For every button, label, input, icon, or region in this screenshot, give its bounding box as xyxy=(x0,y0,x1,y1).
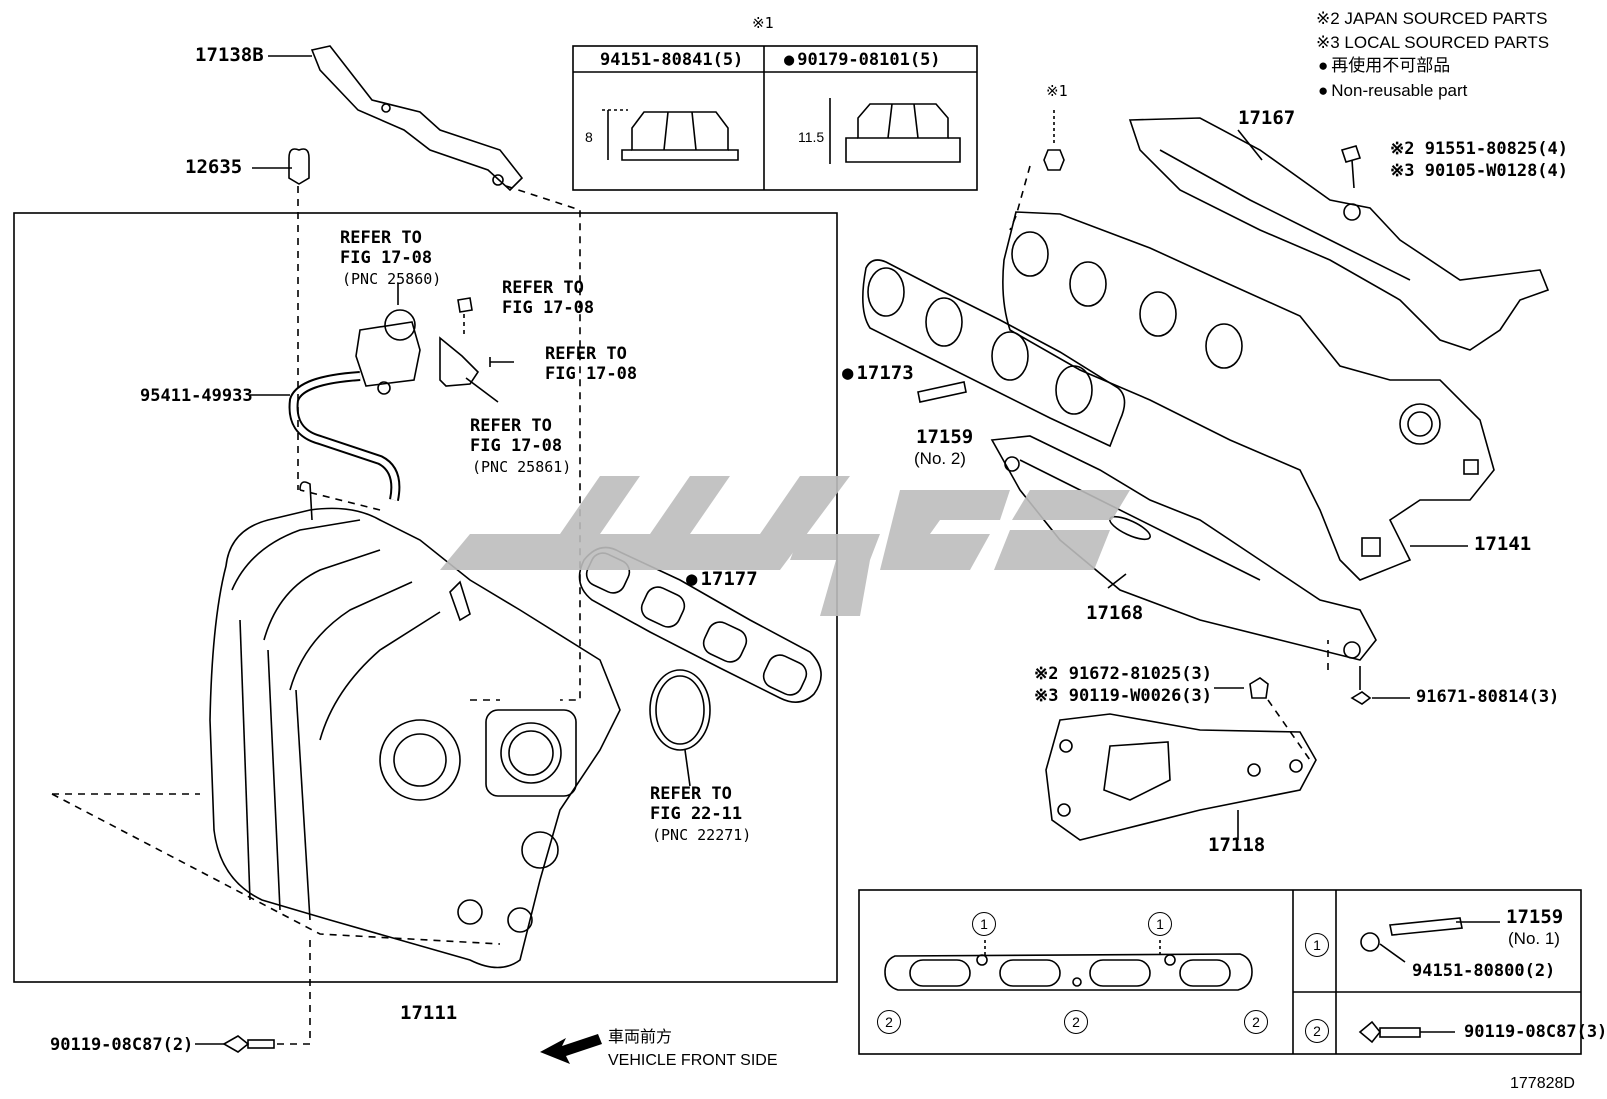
detail-callout-2b: 2 xyxy=(1064,1010,1088,1034)
refer-bracket-line2[interactable]: FIG 17-08 xyxy=(470,436,563,456)
part-label-17141[interactable]: 17141 xyxy=(1474,533,1532,555)
vsv-drawing xyxy=(355,321,421,387)
bracket-17138b-drawing xyxy=(310,45,524,192)
refer-screw-line2[interactable]: FIG 17-08 xyxy=(545,364,638,384)
part-label-91672[interactable]: ※2 91672-81025(3) xyxy=(1034,664,1213,684)
refer-bracket-line1: REFER TO xyxy=(470,416,552,436)
refer-vsv-line2[interactable]: FIG 17-08 xyxy=(340,248,433,268)
detail-callout-2a: 2 xyxy=(877,1010,901,1034)
nut-dim1: 8 xyxy=(585,129,593,145)
legend-local: ※3 LOCAL SOURCED PARTS xyxy=(1316,33,1550,52)
nut-col1-header: 94151-80841(5) xyxy=(600,50,744,70)
part-label-17159-no2-sub: (No. 2) xyxy=(914,449,966,468)
detail-callout-1a: 1 xyxy=(972,912,996,936)
part-label-17138b[interactable]: 17138B xyxy=(195,44,264,66)
part-label-90119-08c87-2[interactable]: 90119-08C87(2) xyxy=(50,1035,194,1055)
detail-part-94151[interactable]: 94151-80800(2) xyxy=(1412,961,1556,981)
part-label-90105[interactable]: ※3 90105-W0128(4) xyxy=(1390,161,1569,181)
detail-part-17159[interactable]: 17159 xyxy=(1506,906,1564,928)
heat-insulator-17168-drawing xyxy=(990,435,1377,661)
part-label-95411[interactable]: 95411-49933 xyxy=(140,386,253,406)
nut-col2-header: 90179-08101(5) xyxy=(784,52,940,69)
heat-insulator-17167-drawing xyxy=(1128,117,1550,351)
part-label-12635[interactable]: 12635 xyxy=(185,156,243,178)
detail-callout-2c: 2 xyxy=(1244,1010,1268,1034)
detail-box-frame xyxy=(858,889,1582,1055)
part-label-17173[interactable]: 17173 xyxy=(842,364,913,383)
nut-table-mark: ※1 xyxy=(752,14,774,32)
detail-part-17159-sub: (No. 1) xyxy=(1508,929,1560,948)
refer-vsv-line1: REFER TO xyxy=(340,228,422,248)
detail-row2-callout: 2 xyxy=(1305,1019,1329,1043)
refer-throttle-line2[interactable]: FIG 22-11 xyxy=(650,804,743,824)
watermark-logo xyxy=(440,476,1130,616)
part-label-17111[interactable]: 17111 xyxy=(400,1002,458,1024)
refer-vsv-line3: (PNC 25860) xyxy=(342,270,442,288)
detail-part-90119[interactable]: 90119-08C87(3) xyxy=(1464,1022,1607,1042)
part-label-91671[interactable]: 91671-80814(3) xyxy=(1416,687,1560,707)
front-arrow-icon xyxy=(540,1034,602,1064)
part-label-90119-w0026[interactable]: ※3 90119-W0026(3) xyxy=(1034,686,1213,706)
part-label-91551[interactable]: ※2 91551-80825(4) xyxy=(1390,139,1569,159)
refer-bracket-line3: (PNC 25861) xyxy=(472,458,572,476)
part-label-17177[interactable]: 17177 xyxy=(686,570,757,589)
refer-screw-line1: REFER TO xyxy=(545,344,627,364)
figure-id: 177828D xyxy=(1510,1075,1575,1092)
refer-throttle-line3: (PNC 22271) xyxy=(652,826,752,844)
intake-assembly-frame xyxy=(13,212,838,983)
detail-row1-callout: 1 xyxy=(1305,933,1329,957)
exhaust-manifold-17141-drawing xyxy=(1002,211,1495,581)
bracket-17118-drawing xyxy=(1045,713,1317,841)
mark-1-nut: ※1 xyxy=(1046,82,1068,100)
refer-bolt-line2[interactable]: FIG 17-08 xyxy=(502,298,595,318)
part-label-17168[interactable]: 17168 xyxy=(1086,602,1144,624)
intake-manifold-drawing xyxy=(209,481,621,969)
throttle-gasket-drawing xyxy=(649,669,711,751)
front-label-jp: 車両前方 xyxy=(608,1029,673,1046)
exhaust-gasket-17173-drawing xyxy=(862,259,1126,448)
refer-throttle-line1: REFER TO xyxy=(650,784,732,804)
nut-dim2: 11.5 xyxy=(798,129,825,145)
legend-japan: ※2 JAPAN SOURCED PARTS xyxy=(1316,9,1548,28)
part-label-17167[interactable]: 17167 xyxy=(1238,107,1296,129)
part-label-17118[interactable]: 17118 xyxy=(1208,834,1266,856)
refer-bolt-line1: REFER TO xyxy=(502,278,584,298)
part-label-17159-no2[interactable]: 17159 xyxy=(916,426,974,448)
front-label-en: VEHICLE FRONT SIDE xyxy=(608,1052,778,1069)
nut-table-frame xyxy=(572,45,978,191)
legend-nonreuse-jp: 再使用不可部品 xyxy=(1318,57,1450,74)
detail-callout-1b: 1 xyxy=(1148,912,1172,936)
legend-nonreuse-en: Non-reusable part xyxy=(1318,82,1467,99)
